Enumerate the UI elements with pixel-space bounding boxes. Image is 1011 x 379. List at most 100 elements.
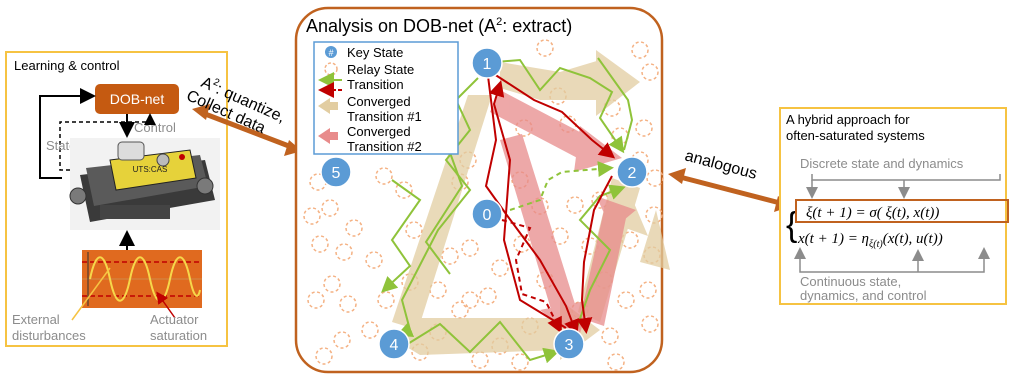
relay-state-marker xyxy=(566,196,584,214)
robot-tag: UTS:CAS xyxy=(133,165,168,174)
relay-state-marker xyxy=(536,39,554,57)
relay-state-marker xyxy=(395,181,413,199)
center-panel: Analysis on DOB-net (A2: extract) xyxy=(294,6,670,374)
relay-state-marker xyxy=(307,291,325,309)
left-panel: Learning & control DOB-net Control State… xyxy=(5,51,228,347)
relay-state-marker xyxy=(321,199,339,217)
key-state-swatch xyxy=(325,46,337,58)
right-title-line2: often-saturated systems xyxy=(786,128,925,143)
node-5: 5 xyxy=(320,156,352,188)
relay-state-marker xyxy=(339,295,357,313)
relay-state-marker xyxy=(461,291,479,309)
relay-state-marker xyxy=(631,41,649,59)
right-link-shaft xyxy=(675,173,785,207)
relay-state-marker xyxy=(333,331,351,349)
state-feedback-arrow xyxy=(39,88,96,179)
relay-state-marker xyxy=(491,259,509,277)
relay-state-marker xyxy=(646,169,664,187)
equation-2: x(t + 1) = ηξ(t)(x(t), u(t)) xyxy=(797,231,943,250)
continuous-line2: dynamics, and control xyxy=(800,288,927,303)
svg-text:0: 0 xyxy=(483,207,492,224)
disturbance-plot xyxy=(82,250,202,308)
discrete-label: Discrete state and dynamics xyxy=(800,156,964,171)
relay-state-marker xyxy=(361,321,379,339)
actuator-callout-line xyxy=(156,291,176,319)
converged-1-swatch xyxy=(318,98,338,114)
left-panel-title: Learning & control xyxy=(14,58,120,73)
relay-state-marker xyxy=(365,251,383,269)
relay-state-marker xyxy=(315,347,333,365)
green-transitions xyxy=(381,57,634,364)
relay-state-marker xyxy=(635,119,653,137)
node-3: 3 xyxy=(553,328,585,360)
actuator-label-1: Actuator xyxy=(150,312,199,327)
relay-state-marker xyxy=(479,287,497,305)
dobnet-label: DOB-net xyxy=(110,91,165,107)
relay-state-marker xyxy=(513,235,531,253)
node-2: 2 xyxy=(616,156,648,188)
legend-relay-state: Relay State xyxy=(347,62,414,77)
dobnet-box xyxy=(95,84,179,114)
right-panel: A hybrid approach for often-saturated sy… xyxy=(779,107,1009,305)
svg-text:5: 5 xyxy=(332,165,341,182)
legend-converged2-line2: Transition #2 xyxy=(347,139,422,154)
relay-state-marker xyxy=(323,275,341,293)
legend-key-state: Key State xyxy=(347,45,403,60)
dashed-feedback-arrow xyxy=(59,113,156,171)
relay-state-marker xyxy=(335,243,353,261)
legend: # Key State Relay State Transition Conve… xyxy=(313,41,459,155)
key-state-nodes: 1 2 0 5 4 3 xyxy=(320,47,648,360)
node-0: 0 xyxy=(471,198,503,230)
relay-state-swatch xyxy=(324,62,338,76)
center-title: Analysis on DOB-net (A2: extract) xyxy=(306,16,572,36)
legend-converged2-line1: Converged xyxy=(347,124,411,139)
relay-state-marker xyxy=(345,219,363,237)
legend-converged1-line2: Transition #1 xyxy=(347,109,422,124)
svg-text:4: 4 xyxy=(390,337,399,354)
relay-state-marker xyxy=(639,281,657,299)
relay-state-marker xyxy=(601,327,619,345)
external-label-2: disturbances xyxy=(12,328,86,343)
right-title-line1: A hybrid approach for xyxy=(786,112,910,127)
relay-state-marker xyxy=(303,207,321,225)
relay-state-marker xyxy=(617,291,635,309)
relay-state-marker xyxy=(375,167,393,185)
external-callout-line xyxy=(71,267,111,321)
state-label: State xyxy=(46,138,76,153)
svg-text:3: 3 xyxy=(565,337,574,354)
relay-state-marker xyxy=(405,221,423,239)
relay-state-marker xyxy=(471,351,489,369)
relay-state-marker xyxy=(607,353,625,371)
external-label-1: External xyxy=(12,312,60,327)
link-right-label: analogous xyxy=(683,147,759,183)
relay-state-marker xyxy=(377,291,395,309)
eq1-frame xyxy=(795,199,1009,223)
left-link-shaft xyxy=(199,109,295,151)
relay-state-marker xyxy=(641,315,659,333)
control-label: Control xyxy=(134,120,176,135)
key-state-symbol: # xyxy=(328,48,333,58)
continuous-bracket xyxy=(799,266,985,273)
equation-brace: { xyxy=(786,206,797,244)
continuous-line1: Continuous state, xyxy=(800,274,901,289)
right-link-head-left xyxy=(668,168,686,184)
relay-state-marker xyxy=(461,239,479,257)
actuator-label-2: saturation xyxy=(150,328,207,343)
relay-state-marker xyxy=(511,353,529,371)
legend-converged1-line1: Converged xyxy=(347,94,411,109)
left-link-head-left xyxy=(192,104,210,120)
right-link: analogous xyxy=(668,147,792,212)
converged-2-swatch xyxy=(318,128,338,144)
equation-1: ξ(t + 1) = σ( ξ(t), x(t)) xyxy=(806,205,939,221)
node-4: 4 xyxy=(378,328,410,360)
node-1: 1 xyxy=(471,47,503,79)
svg-text:1: 1 xyxy=(483,56,492,73)
discrete-bracket xyxy=(811,174,1001,181)
red-transitions xyxy=(484,73,616,336)
relay-state-marker xyxy=(311,235,329,253)
relay-state-marker xyxy=(441,247,459,265)
robot-image: UTS:CAS xyxy=(69,138,220,230)
relay-state-marker xyxy=(641,63,659,81)
svg-text:2: 2 xyxy=(628,165,637,182)
